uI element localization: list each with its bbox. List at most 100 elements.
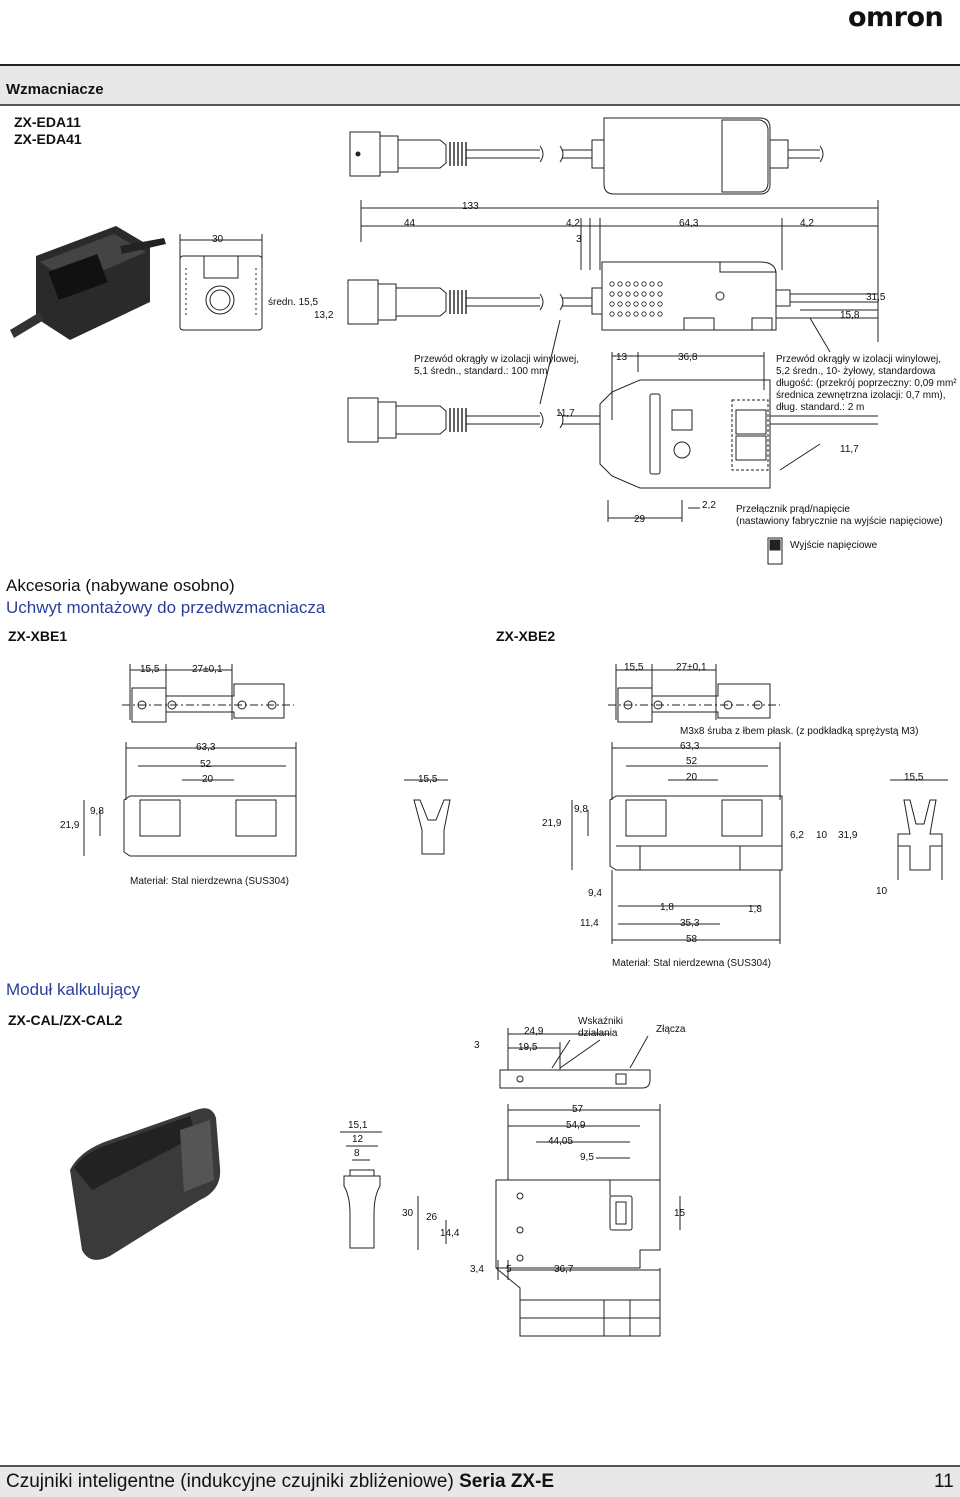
xbe2-dim-15-5b: 15,5 [904,772,924,783]
cal-dim-19-5: 19,5 [518,1042,538,1053]
xbe1-dim-27: 27±0,1 [192,664,223,675]
model-label-cal: ZX-CAL/ZX-CAL2 [8,1012,123,1028]
dim-29: 29 [634,514,646,525]
xbe2-dim-31-9: 31,9 [838,830,858,841]
cal-dim-26: 26 [426,1212,438,1223]
amp-side-view [347,261,878,331]
amp-photo [10,226,166,340]
model-label-eda11: ZX-EDA11 [14,114,81,130]
xbe1-material: Materiał: Stal nierdzewna (SUS304) [130,876,289,887]
section-title-amplifiers: Wzmacniacze [6,81,104,98]
xbe2-dim-63-3: 63,3 [680,741,700,752]
xbe2-plan [608,664,781,800]
xbe2-dim-6-2: 6,2 [790,830,804,841]
dim-2-2: 2,2 [702,500,716,511]
cal-photo [70,1108,221,1260]
dim-3: 3 [576,234,582,245]
amp-top-view [349,117,824,195]
cal-side-view [340,1131,382,1249]
cal-dim-9-5: 9,5 [580,1152,594,1163]
xbe2-material: Materiał: Stal nierdzewna (SUS304) [612,958,771,969]
xbe1-dim-9-8: 9,8 [90,806,104,817]
footer-bar [0,1465,960,1497]
model-label-xbe1: ZX-XBE1 [8,628,68,644]
cal-dim-30: 30 [402,1208,414,1219]
cal-dim-44-05: 44,05 [548,1136,574,1147]
dim-13-2: 13,2 [314,310,334,321]
cal-dim-24-9: 24,9 [524,1026,544,1037]
cal-top-view [499,1028,651,1089]
top-rule [0,64,960,66]
xbe1-front [83,795,297,857]
xbe1-dim-20: 20 [202,774,214,785]
footer-title: Czujniki inteligentne (indukcyjne czujni… [6,1471,555,1492]
cal-front-view [417,1104,681,1337]
cal-dim-5: 5 [506,1264,512,1275]
dim-11-7b: 11,7 [840,444,859,455]
xbe2-dim-27: 27±0,1 [676,662,707,673]
xbe1-dim-63-3: 63,3 [196,742,216,753]
cal-dim-3: 3 [474,1040,480,1051]
note-switch: Przełącznik prąd/napięcie(nastawiony fab… [736,504,943,527]
xbe2-dim-9-8: 9,8 [574,804,588,815]
xbe2-dim-1-8a: 1,8 [660,902,674,913]
cal-dim-54-9: 54,9 [566,1120,586,1131]
xbe2-dim-52: 52 [686,756,698,767]
xbe2-screw-note: M3x8 śruba z łbem płask. (z podkładką sp… [680,726,919,737]
cal-dim-3-4: 3,4 [470,1264,484,1275]
dim-4-2a: 4,2 [566,218,580,229]
xbe2-front [571,795,783,944]
cal-dim-36-7: 36,7 [554,1264,574,1275]
dim-31-5: 31,5 [866,292,886,303]
xbe1-dim-21-9: 21,9 [60,820,80,831]
xbe2-dim-15-5a: 15,5 [624,662,644,673]
cal-dim-14-4: 14,4 [440,1228,460,1239]
amp-end-view [179,255,263,331]
cal-dim-8: 8 [354,1148,360,1159]
dim-11-7a: 11,7 [556,408,575,419]
dim-4-2b: 4,2 [800,218,814,229]
dim-64-3: 64,3 [679,218,699,229]
dim-diameter-15-5: średn. 15,5 [268,297,319,308]
section-subtitle-bracket: Uchwyt montażowy do przedwzmacniacza [6,598,326,617]
note-voltage-output: Wyjście napięciowe [790,540,878,551]
section-subtitle-calc-module: Moduł kalkulujący [6,980,141,999]
cal-note-connectors: Złącza [656,1024,686,1035]
model-label-xbe2: ZX-XBE2 [496,628,556,644]
xbe2-dim-10b: 10 [876,886,888,897]
xbe2-dim-58: 58 [686,934,698,945]
cal-dim-15: 15 [674,1208,686,1219]
xbe2-dim-1-8b: 1,8 [748,904,762,915]
footer-series: Seria ZX-E [459,1471,555,1492]
xbe2-dim-9-4: 9,4 [588,888,602,899]
xbe1-dim-15-5a: 15,5 [140,664,160,675]
section-header-bar [0,66,960,106]
model-label-eda41: ZX-EDA41 [14,131,82,147]
note-cable-1: Przewód okrągły w izolacji winylowej,5,1… [414,354,580,377]
dim-13: 13 [616,352,628,363]
cal-dim-57: 57 [572,1104,584,1115]
xbe2-dim-20: 20 [686,772,698,783]
xbe1-plan [122,664,297,800]
dim-133: 133 [462,201,479,212]
cal-dim-15-1: 15,1 [348,1120,368,1131]
dim-36-8: 36,8 [678,352,698,363]
xbe1-dim-52: 52 [200,759,212,770]
xbe2-dim-10a: 10 [816,830,828,841]
cal-dim-12: 12 [352,1134,364,1145]
omron-logo: omron [848,2,944,33]
xbe1-side [404,779,451,855]
dim-30: 30 [212,234,224,245]
xbe2-side [890,779,948,880]
dim-15-8: 15,8 [840,310,860,321]
note-cable-2: Przewód okrągły w izolacji winylowej,5,2… [776,354,957,413]
dim-44: 44 [404,218,416,229]
section-title-accessories: Akcesoria (nabywane osobno) [6,576,235,595]
amp-bottom-view [347,379,878,489]
xbe2-dim-21-9: 21,9 [542,818,562,829]
xbe1-dim-15-5b: 15,5 [418,774,438,785]
xbe2-dim-35-3: 35,3 [680,918,700,929]
page-number: 11 [934,1471,954,1492]
